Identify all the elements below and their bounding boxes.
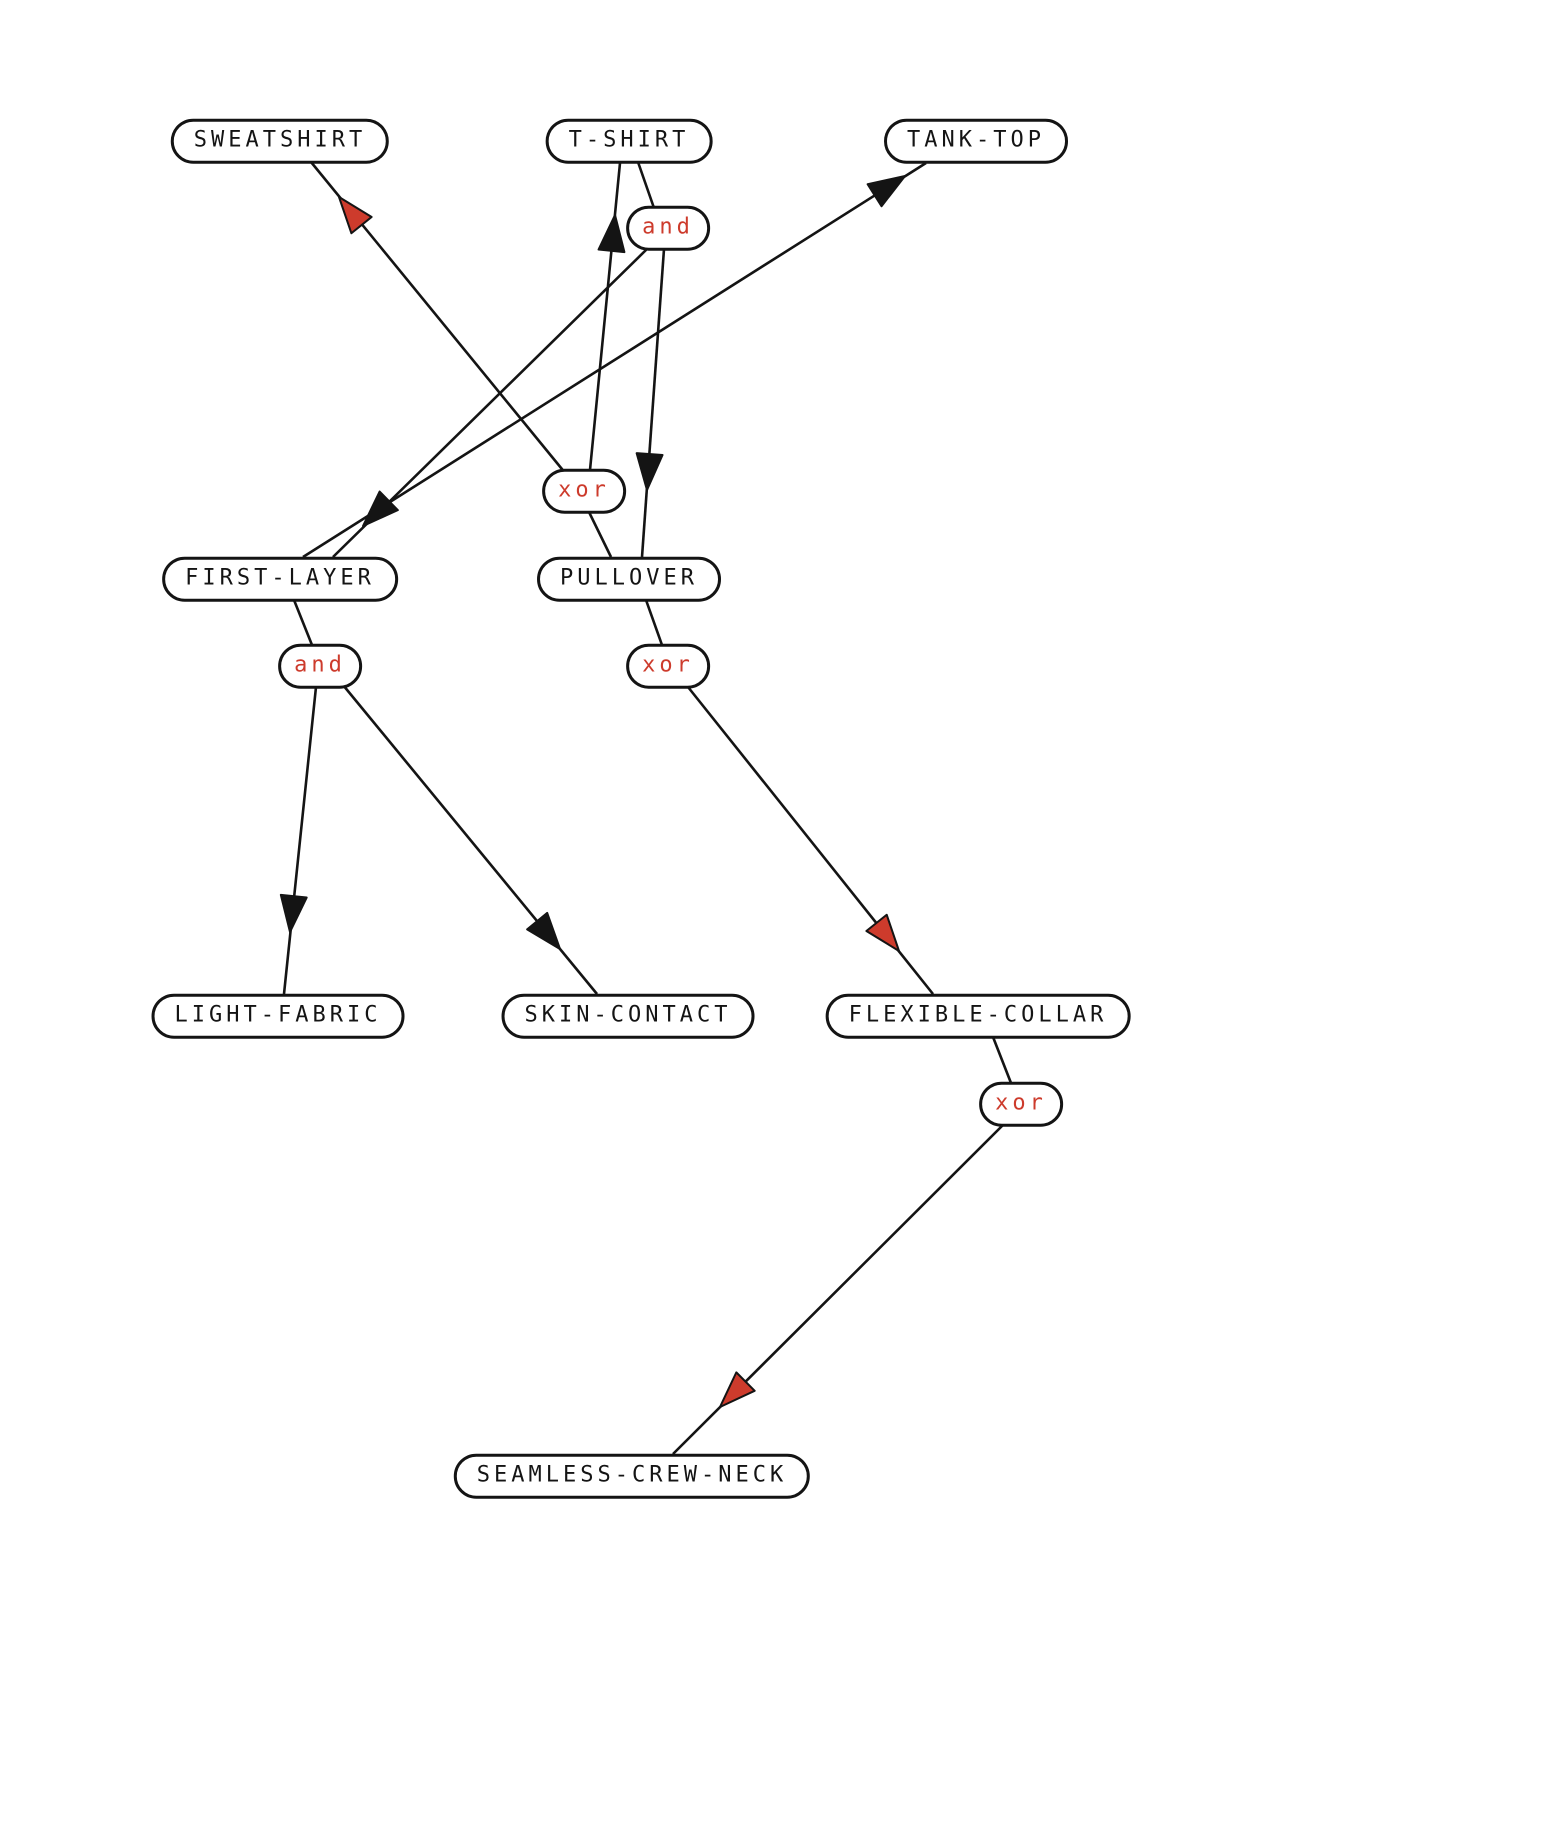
edge-and2-light-fabric <box>282 686 318 995</box>
edge-first-layer-tanktop <box>302 161 927 559</box>
node-flexible-collar-label: FLEXIBLE-COLLAR <box>848 1002 1108 1028</box>
operator-and1-label: and <box>642 214 694 240</box>
node-pullover-label: PULLOVER <box>560 565 698 591</box>
arrowhead-to-first-layer-black <box>362 490 399 527</box>
node-tanktop-label: TANK-TOP <box>907 127 1045 153</box>
arrowhead-to-tshirt-black <box>597 214 626 254</box>
edge-flexible-collar-xor3-stub <box>991 1036 1013 1084</box>
operator-and2-label: and <box>294 652 346 678</box>
operator-xor3: xor <box>979 1081 1063 1127</box>
arrowhead-to-skin-contact-black <box>526 911 561 950</box>
operator-xor1: xor <box>542 468 626 514</box>
operator-and1: and <box>626 205 710 251</box>
node-sweatshirt: SWEATSHIRT <box>170 118 390 164</box>
node-seamless-crew-neck: SEAMLESS-CREW-NECK <box>453 1453 811 1499</box>
node-first-layer-label: FIRST-LAYER <box>185 565 375 591</box>
arrowhead-to-light-fabric-black <box>279 893 308 933</box>
node-first-layer: FIRST-LAYER <box>162 556 398 602</box>
operator-xor1-label: xor <box>558 477 610 503</box>
node-flexible-collar: FLEXIBLE-COLLAR <box>825 993 1131 1039</box>
node-tshirt-label: T-SHIRT <box>568 127 690 153</box>
operator-xor2-label: xor <box>642 652 694 678</box>
arrowhead-to-sweatshirt-red <box>338 196 373 235</box>
node-light-fabric-label: LIGHT-FABRIC <box>174 1002 382 1028</box>
edge-and1-pullover <box>640 248 666 558</box>
node-tshirt: T-SHIRT <box>545 118 713 164</box>
node-skin-contact: SKIN-CONTACT <box>501 993 755 1039</box>
edge-xor1-tshirt <box>588 162 622 471</box>
edge-lines <box>282 161 1013 1455</box>
edge-first-layer-and2-stub <box>292 599 314 646</box>
node-seamless-crew-neck-label: SEAMLESS-CREW-NECK <box>476 1462 788 1488</box>
arrowheads <box>279 175 906 1408</box>
arrowhead-to-flexible-collar-red <box>865 913 900 952</box>
node-sweatshirt-label: SWEATSHIRT <box>193 127 367 153</box>
arrowhead-to-tanktop-black <box>866 175 906 208</box>
edge-tshirt-and1 <box>636 161 656 209</box>
arrowhead-to-seamless-crew-neck-red <box>719 1371 756 1408</box>
node-light-fabric: LIGHT-FABRIC <box>151 993 405 1039</box>
operator-and2: and <box>278 643 362 689</box>
edge-pullover-xor2-stub <box>644 599 664 646</box>
arrowhead-to-pullover-black <box>635 452 664 491</box>
operator-xor2: xor <box>626 643 710 689</box>
node-tanktop: TANK-TOP <box>884 118 1068 164</box>
node-pullover: PULLOVER <box>537 556 721 602</box>
operator-xor3-label: xor <box>995 1090 1047 1116</box>
edge-xor1-pullover-stub <box>587 511 613 558</box>
node-skin-contact-label: SKIN-CONTACT <box>524 1002 732 1028</box>
